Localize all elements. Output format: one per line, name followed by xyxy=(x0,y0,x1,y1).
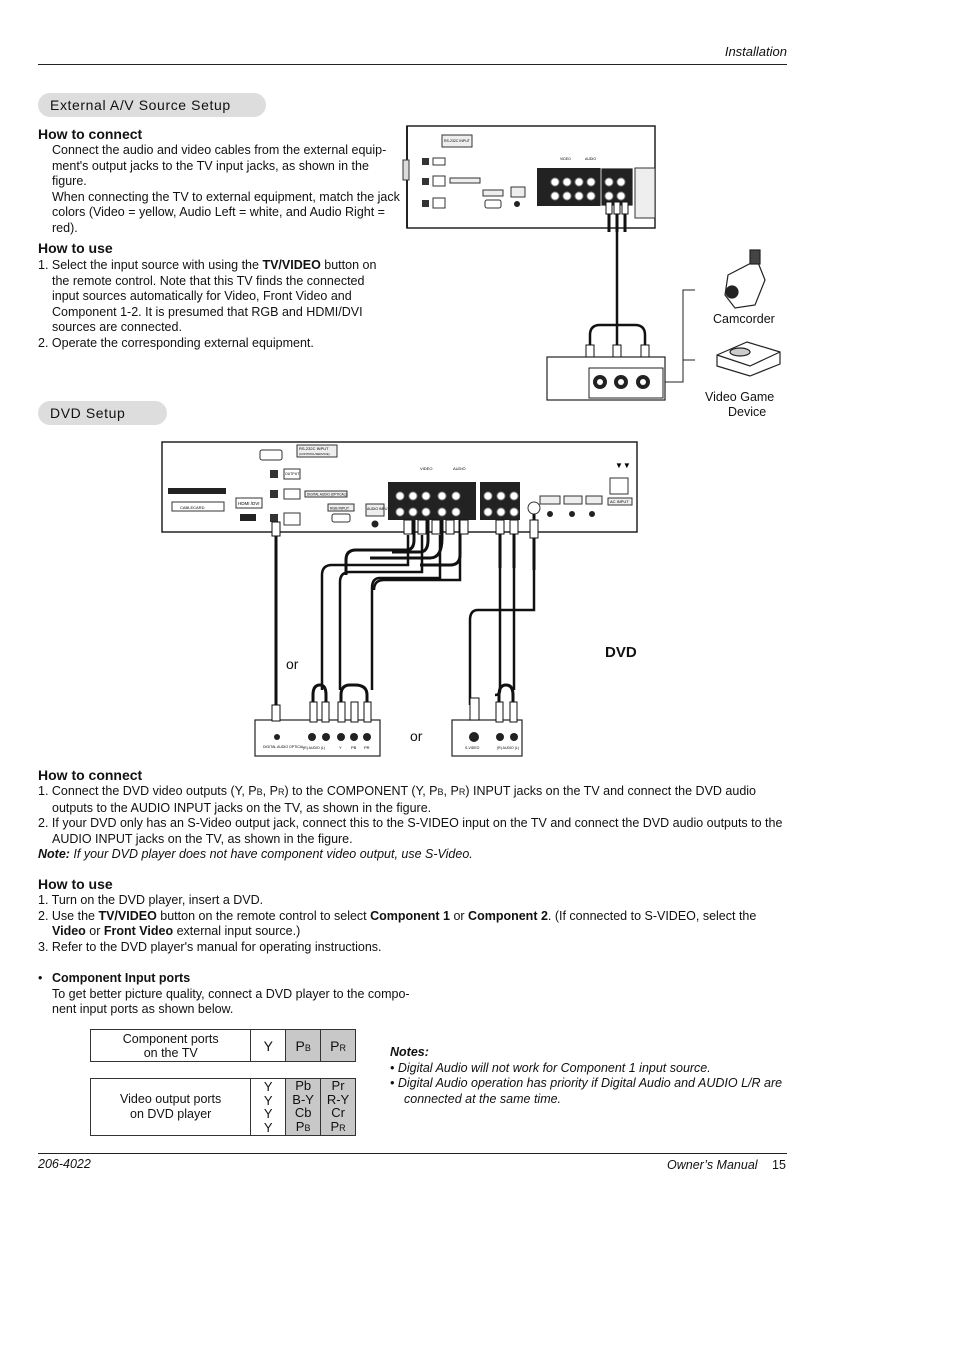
section-pill-external-av: External A/V Source Setup xyxy=(38,93,266,117)
dvd-audio-lr-label-2: (R) AUDIO (L) xyxy=(497,746,519,750)
dvd-use-step-2: 2. Use the TV/VIDEO button on the remote… xyxy=(38,908,757,939)
ext-av-diagram: RS-232C INPUT VIDEO AUDIO xyxy=(402,125,781,401)
output-label: OUTPUT xyxy=(285,472,300,476)
notes-block: Notes: • Digital Audio will not work for… xyxy=(390,1045,785,1107)
component-ports-bullet: •Component Input ports To get better pic… xyxy=(38,971,410,1016)
device-label: Device xyxy=(728,405,767,419)
game-console-icon xyxy=(716,341,781,377)
dvd-how-to-connect-heading: How to connect xyxy=(38,767,143,783)
rgb-input-label: RGB INPUT xyxy=(330,507,350,511)
dvd-use-text: 1. Turn on the DVD player, insert a DVD.… xyxy=(38,893,783,955)
dvd-rs232-label: RS-232C INPUT xyxy=(299,446,329,451)
dvd-connect-text: 1. Connect the DVD video outputs (Y, PB,… xyxy=(38,784,783,863)
dvd-rs232-sub: (CONTROL/SERVICE) xyxy=(299,452,330,456)
video-game-label: Video Game xyxy=(705,390,775,404)
dvd-use-step-3: 3. Refer to the DVD player's manual for … xyxy=(38,939,382,954)
or-label-2: or xyxy=(410,728,423,744)
top-audio-label: AUDIO xyxy=(585,157,596,161)
section-header: Installation xyxy=(724,44,787,59)
ext-use-step-1: 1. Select the input source with using th… xyxy=(38,258,377,334)
tv-port-y: Y xyxy=(250,1029,287,1062)
footer-code: 206-4022 xyxy=(38,1157,91,1171)
dvd-video-label: VIDEO xyxy=(420,466,432,471)
ext-connect-p1: Connect the audio and video cables from … xyxy=(52,143,387,188)
dvd-audio-lr-label-1: (R) AUDIO (L) xyxy=(303,746,325,750)
svg-text:▼▼: ▼▼ xyxy=(615,461,631,470)
dvd-y-label: Y xyxy=(339,745,342,750)
dvd-diagram: RS-232C INPUT (CONTROL/SERVICE) CABLECAR… xyxy=(161,441,638,757)
notes-title: Notes: xyxy=(390,1045,429,1059)
dvd-use-step-1: 1. Turn on the DVD player, insert a DVD. xyxy=(38,893,264,907)
how-to-connect-heading: How to connect xyxy=(38,126,143,142)
footer-page-number: 15 xyxy=(772,1158,786,1172)
cablecard-label: CABLECARD xyxy=(180,505,205,510)
audio-input-label: AUDIO INPUT xyxy=(367,507,390,511)
dvd-connect-step-2: 2. If your DVD only has an S-Video outpu… xyxy=(38,816,783,846)
dvd-audio-label: AUDIO xyxy=(453,466,466,471)
hdmi-label: HDMI /DVI xyxy=(238,501,260,506)
tv-port-pr: PR xyxy=(320,1029,356,1062)
dvd-connect-step-1: 1. Connect the DVD video outputs (Y, PB,… xyxy=(38,784,757,815)
ext-use-step-2: 2. Operate the corresponding external eq… xyxy=(38,335,314,350)
section-pill-dvd: DVD Setup xyxy=(38,401,167,425)
digital-audio-label: DIGITAL AUDIO (OPTICAL) xyxy=(307,493,347,497)
dvd-player-component xyxy=(254,719,381,757)
tv-port-pb: PB xyxy=(285,1029,322,1062)
top-video-label: VIDEO xyxy=(560,157,571,161)
ext-connect-p2: When connecting the TV to external equip… xyxy=(52,189,400,235)
or-label-1: or xyxy=(286,656,299,672)
ext-use-text: 1. Select the input source with using th… xyxy=(38,258,394,351)
dvd-pb-label: PB xyxy=(351,745,357,750)
dvd-label: DVD xyxy=(605,644,637,661)
note-2: • Digital Audio operation has priority i… xyxy=(390,1076,783,1106)
ext-connect-text: Connect the audio and video cables from … xyxy=(52,143,402,236)
dvd-connect-note: Note: If your DVD player does not have c… xyxy=(38,847,473,861)
header-rule xyxy=(38,64,787,65)
camcorder-icon xyxy=(724,249,766,309)
camcorder-label: Camcorder xyxy=(713,312,775,326)
dvd-digital-audio-label: DIGITAL AUDIO OPTICAL xyxy=(263,745,304,749)
dvd-how-to-use-heading: How to use xyxy=(38,876,113,892)
dvd-pr-label: PR xyxy=(364,745,370,750)
how-to-use-heading: How to use xyxy=(38,240,113,256)
footer-rule xyxy=(38,1153,787,1154)
note-1: • Digital Audio will not work for Compon… xyxy=(390,1060,711,1075)
footer-manual: Owner’s Manual xyxy=(667,1158,758,1172)
ac-input-label: AC INPUT xyxy=(610,499,629,504)
top-rs232-label: RS-232C INPUT xyxy=(444,139,471,143)
dvd-svideo-label: S-VIDEO xyxy=(465,746,480,750)
